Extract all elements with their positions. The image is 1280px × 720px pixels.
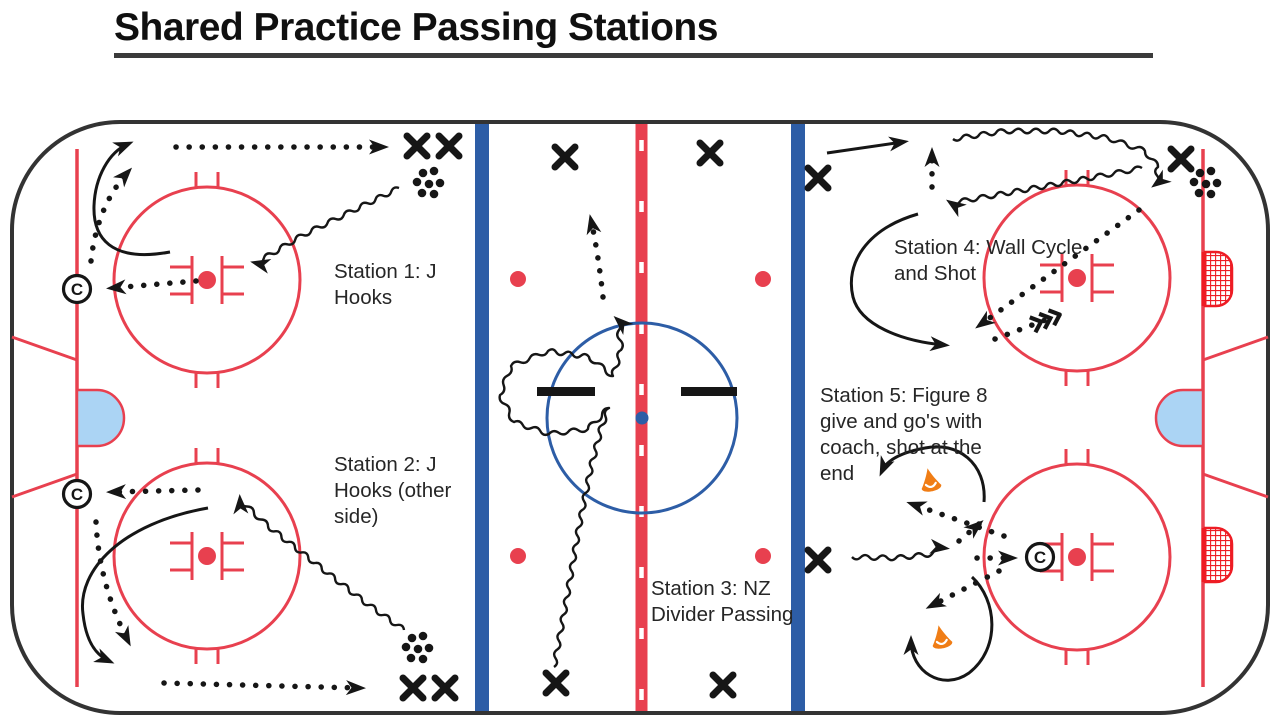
skate-loop-arrow [879, 445, 986, 503]
center-circle [545, 321, 739, 515]
station-1-label: Station 1: J Hooks [334, 260, 437, 309]
coach-marker: C [1024, 541, 1056, 573]
station-4-label: Station 4: Wall Cycle and Shot [894, 236, 1083, 285]
center-dot [635, 411, 649, 425]
trapezoid-lines-right [1202, 335, 1269, 499]
shot-arrow [992, 316, 1056, 342]
pass-arrow [88, 167, 133, 264]
station-5-drill: C [808, 445, 1056, 682]
station-4-drill [808, 127, 1222, 352]
pass-arrow [106, 484, 201, 500]
goal-net-right-top [1201, 250, 1234, 308]
puck-carry-arrow [233, 494, 406, 631]
station-1-drill: C [61, 136, 460, 305]
station-2-drill: C [61, 478, 456, 699]
pass-arrow [906, 501, 1007, 539]
coach-label: C [71, 485, 83, 504]
pass-arrow [93, 519, 131, 647]
coach-marker: C [61, 273, 93, 305]
goal-crease-right [1154, 388, 1205, 448]
neutral-dot [510, 548, 526, 564]
neutral-dot [510, 271, 526, 287]
station-3-label: Station 3: NZ Divider Passing [651, 577, 794, 626]
puck-carry-arrow [250, 186, 400, 274]
station-5-label: Station 5: Figure 8 give and go's with c… [820, 384, 988, 485]
divider-board-right [681, 387, 737, 396]
pass-arrow [106, 278, 199, 295]
pass-arrow [925, 568, 1002, 609]
page-header: Shared Practice Passing Stations [114, 6, 718, 50]
coach-label: C [71, 280, 83, 299]
blue-line-left [475, 124, 489, 711]
skate-arrow [849, 212, 950, 352]
pass-arrow [956, 520, 984, 544]
puck-carry-arrow [952, 127, 1172, 188]
skate-arrow [826, 136, 909, 155]
trapezoid-lines-left [11, 335, 78, 499]
pass-arrow [586, 214, 606, 300]
puck-carry-loop-arrow [498, 315, 634, 668]
skate-arrow [80, 506, 209, 664]
skate-arrow [92, 141, 171, 257]
puck-carry-arrow [946, 165, 1143, 218]
coach-marker: C [61, 478, 93, 510]
coach-label: C [1034, 548, 1046, 567]
station-3-drill [498, 143, 737, 695]
skate-loop-arrow [903, 575, 994, 682]
divider-board-left [537, 387, 595, 396]
neutral-dot [755, 271, 771, 287]
puck-carry-arrow [851, 538, 950, 562]
blue-line-right [791, 124, 805, 711]
neutral-dot [755, 548, 771, 564]
page-title: Shared Practice Passing Stations [114, 6, 718, 49]
station-2-label: Station 2: J Hooks (other side) [334, 453, 452, 528]
goal-net-right-bottom [1201, 526, 1234, 584]
title-underline [114, 53, 1153, 58]
rink [10, 120, 1270, 715]
goal-crease-left [75, 388, 126, 448]
